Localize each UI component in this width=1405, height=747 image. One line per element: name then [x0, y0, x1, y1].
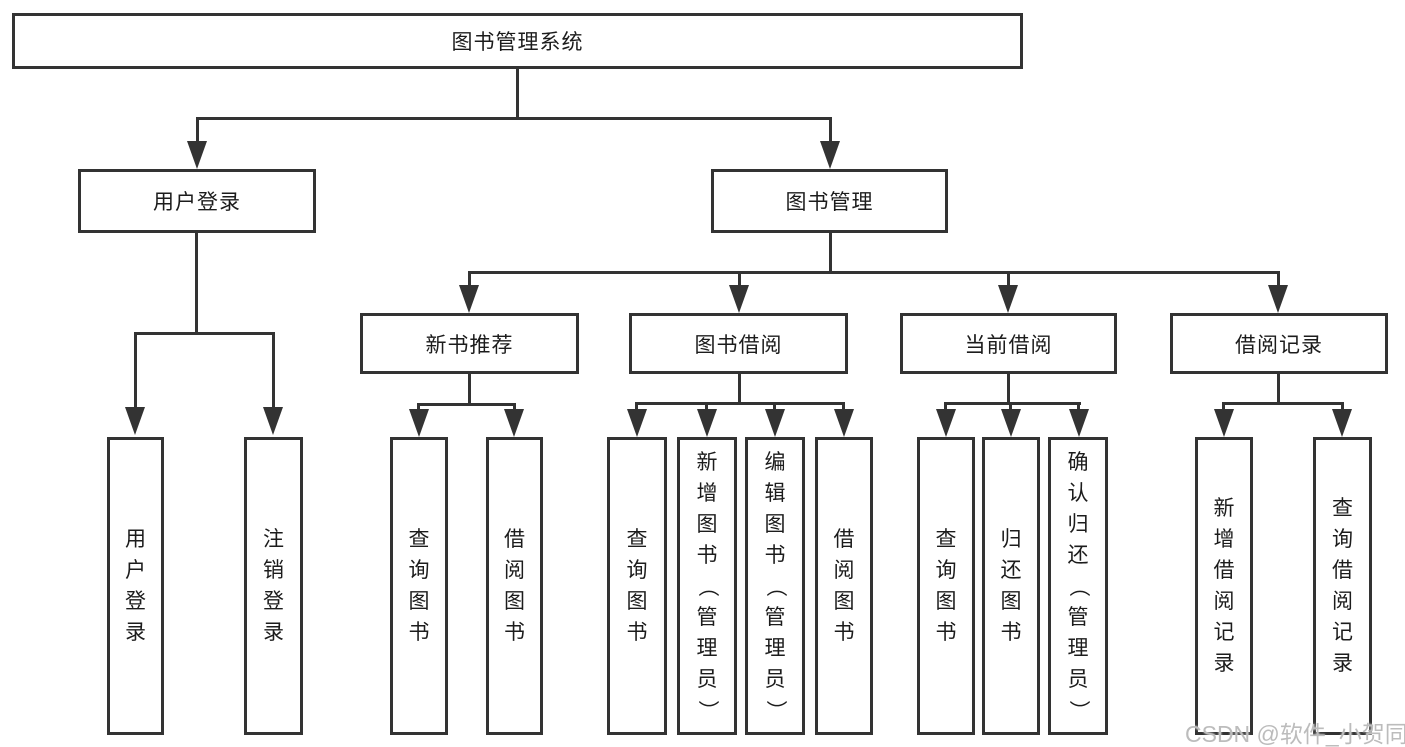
- node-new-book-recommend: 新书推荐: [360, 313, 579, 374]
- node-borrowing-records-label: 借阅记录: [1235, 333, 1323, 357]
- node-new-book-recommend-label: 新书推荐: [425, 333, 514, 357]
- leaf-nb-borrow-books-label: 借阅图书: [504, 528, 525, 644]
- edge-to-borrow-records-stem: [1277, 271, 1280, 289]
- arrowhead-to-leaf-user-login: [125, 407, 145, 435]
- edge-to-current-borrow-stem: [1007, 271, 1010, 289]
- leaf-bb-query-books: 查询图书: [607, 437, 667, 735]
- edge-to-bb-borrow-stem: [842, 402, 845, 411]
- node-current-borrowing: 当前借阅: [900, 313, 1117, 374]
- edge-to-cb-return-stem: [1009, 402, 1012, 411]
- arrowhead-to-leaf-logout: [263, 407, 283, 435]
- edge-book-borrow-hline: [635, 402, 845, 405]
- leaf-br-add-record-label: 新增借阅记录: [1213, 497, 1235, 675]
- edge-to-book-management-stem: [829, 117, 832, 149]
- edge-to-new-book-stem: [468, 271, 471, 289]
- leaf-nb-borrow-books: 借阅图书: [486, 437, 543, 735]
- arrowhead-to-bb-edit: [765, 409, 785, 437]
- edge-user-login-hline: [134, 332, 275, 335]
- node-root-library-system: 图书管理系统: [12, 13, 1023, 69]
- leaf-bb-query-books-label: 查询图书: [626, 528, 648, 644]
- edge-current-borrow-stem2: [1007, 374, 1010, 404]
- arrowhead-to-br-add: [1214, 409, 1234, 437]
- edge-user-login-stem: [195, 233, 198, 334]
- edge-to-book-borrow-stem: [738, 271, 741, 289]
- watermark: CSDN @软件_小贺同学: [1185, 721, 1405, 747]
- arrowhead-to-nb-borrow: [504, 409, 524, 437]
- leaf-br-add-record: 新增借阅记录: [1195, 437, 1253, 735]
- arrowhead-to-bb-borrow: [834, 409, 854, 437]
- leaf-br-query-record: 查询借阅记录: [1313, 437, 1372, 735]
- leaf-cb-return-books-label: 归还图书: [1000, 528, 1022, 644]
- edge-current-borrow-hline: [944, 402, 1081, 405]
- leaf-bb-add-books-admin: 新增图书（管理员）: [677, 437, 737, 735]
- edge-book-management-stem: [829, 233, 832, 273]
- arrowhead-to-bb-query: [627, 409, 647, 437]
- node-borrowing-records: 借阅记录: [1170, 313, 1388, 374]
- edge-to-cb-query-stem: [944, 402, 947, 411]
- leaf-user-login: 用户登录: [107, 437, 164, 735]
- arrowhead-to-borrow-records: [1268, 285, 1288, 313]
- leaf-cb-confirm-return-admin-label: 确认归还（管理员）: [1066, 450, 1090, 721]
- leaf-bb-borrow-books: 借阅图书: [815, 437, 873, 735]
- arrowhead-to-bb-add: [697, 409, 717, 437]
- edge-to-leaf-logout-stem: [272, 332, 275, 410]
- arrowhead-to-current-borrow: [998, 285, 1018, 313]
- arrowhead-to-cb-return: [1001, 409, 1021, 437]
- arrowhead-to-book-management: [820, 141, 840, 169]
- edge-to-bb-edit-stem: [773, 402, 776, 411]
- node-root-label: 图书管理系统: [451, 31, 584, 54]
- node-current-borrowing-label: 当前借阅: [964, 333, 1053, 357]
- leaf-cb-query-books: 查询图书: [917, 437, 975, 735]
- arrowhead-to-cb-query: [936, 409, 956, 437]
- arrowhead-to-cb-confirm: [1069, 409, 1089, 437]
- leaf-bb-add-books-admin-label: 新增图书（管理员）: [695, 450, 719, 721]
- edge-to-bb-add-stem: [705, 402, 708, 411]
- leaf-cb-confirm-return-admin: 确认归还（管理员）: [1048, 437, 1108, 735]
- edge-to-nb-borrow-stem: [513, 403, 516, 413]
- node-book-management-label: 图书管理: [785, 191, 874, 214]
- leaf-logout-label: 注销登录: [263, 528, 284, 644]
- leaf-br-query-record-label: 查询借阅记录: [1332, 497, 1353, 675]
- leaf-cb-return-books: 归还图书: [982, 437, 1040, 735]
- edge-new-book-hline: [417, 403, 516, 406]
- arrowhead-to-nb-query: [409, 409, 429, 437]
- leaf-cb-query-books-label: 查询图书: [935, 528, 957, 644]
- node-user-login: 用户登录: [78, 169, 316, 233]
- leaf-logout: 注销登录: [244, 437, 303, 735]
- edge-to-br-query-stem: [1341, 402, 1344, 411]
- arrowhead-to-br-query: [1332, 409, 1352, 437]
- arrowhead-to-user-login: [187, 141, 207, 169]
- edge-borrow-records-stem2: [1277, 374, 1280, 404]
- edge-to-nb-query-stem: [417, 403, 420, 413]
- edge-to-cb-confirm-stem: [1077, 402, 1080, 411]
- edge-to-bb-query-stem: [635, 402, 638, 411]
- edge-root-hline: [196, 117, 832, 120]
- leaf-bb-edit-books-admin-label: 编辑图书（管理员）: [763, 450, 787, 721]
- edge-new-book-stem: [468, 374, 471, 405]
- edge-to-br-add-stem: [1222, 402, 1225, 411]
- edge-to-user-login-stem: [196, 117, 199, 149]
- node-book-borrowing: 图书借阅: [629, 313, 848, 374]
- arrowhead-to-new-book: [459, 285, 479, 313]
- leaf-bb-edit-books-admin: 编辑图书（管理员）: [745, 437, 805, 735]
- leaf-bb-borrow-books-label: 借阅图书: [833, 528, 855, 644]
- edge-book-management-hline: [468, 271, 1280, 274]
- edge-to-leaf-user-login-stem: [134, 332, 137, 410]
- leaf-nb-query-books-label: 查询图书: [408, 528, 430, 644]
- edge-borrow-records-hline: [1222, 402, 1344, 405]
- node-book-borrowing-label: 图书借阅: [694, 333, 783, 357]
- edge-root-stem: [516, 69, 519, 117]
- node-book-management: 图书管理: [711, 169, 948, 233]
- leaf-user-login-label: 用户登录: [125, 528, 146, 644]
- leaf-nb-query-books: 查询图书: [390, 437, 448, 735]
- edge-book-borrow-stem2: [738, 374, 741, 404]
- arrowhead-to-book-borrow: [729, 285, 749, 313]
- node-user-login-label: 用户登录: [153, 191, 241, 214]
